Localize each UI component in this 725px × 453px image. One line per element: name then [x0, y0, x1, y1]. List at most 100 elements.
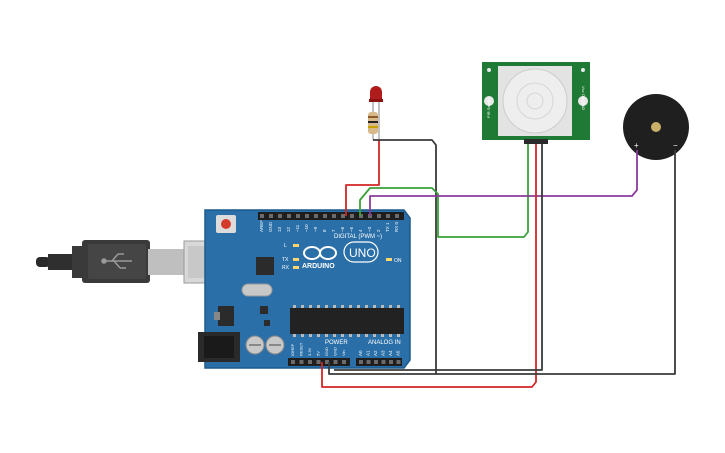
- chip-pin: [373, 305, 376, 308]
- power-pin-label: RESET: [299, 342, 304, 356]
- wire-led-gnd: [328, 139, 437, 375]
- chip-pin: [389, 305, 392, 308]
- wire-pir-signal: [359, 144, 529, 238]
- digital-pin-label: ~9: [313, 226, 318, 232]
- power-pin-label: IOREF: [290, 343, 295, 356]
- chip-pin: [301, 334, 304, 337]
- chip-pin: [317, 334, 320, 337]
- header-pin[interactable]: [287, 214, 291, 218]
- header-pin[interactable]: [323, 214, 327, 218]
- digital-pin-label: 2: [376, 229, 381, 232]
- chip-pin: [341, 305, 344, 308]
- header-pin[interactable]: [332, 214, 336, 218]
- header-pin[interactable]: [377, 214, 381, 218]
- analog-pin-label: A5: [396, 350, 401, 356]
- digital-pin-label: ~5: [349, 226, 354, 232]
- header-pin[interactable]: [296, 214, 300, 218]
- buzzer-minus: −: [673, 141, 678, 150]
- arduino-logo: ARDUINO UNO: [302, 241, 379, 270]
- svg-text:L: L: [284, 243, 287, 249]
- digital-pin-label: ~6: [340, 226, 345, 232]
- digital-header: [258, 212, 404, 220]
- power-pin[interactable]: [291, 360, 295, 364]
- power-pin-label: GND: [324, 347, 329, 356]
- analog-pin[interactable]: [381, 360, 386, 364]
- digital-pin-label: 8: [322, 229, 327, 232]
- digital-pin-label: GND: [268, 221, 273, 232]
- chip-pin: [365, 305, 368, 308]
- chip-pin: [357, 305, 360, 308]
- analog-pin-label: A2: [373, 350, 378, 356]
- chip-pin: [317, 305, 320, 308]
- analog-pin-label: A0: [358, 350, 363, 356]
- digital-pin-label: ~10: [304, 224, 309, 232]
- logo-text: ARDUINO: [302, 263, 335, 270]
- analog-pin[interactable]: [359, 360, 363, 364]
- chip-pin: [333, 334, 336, 337]
- digital-pin-label: ~11: [295, 224, 300, 232]
- power-pin[interactable]: [325, 360, 329, 364]
- wire-pir-gnd: [334, 144, 543, 371]
- digital-pin-label: 7: [331, 229, 336, 232]
- header-pin[interactable]: [341, 214, 345, 218]
- wires: [321, 139, 676, 388]
- power-pin[interactable]: [308, 360, 312, 364]
- analog-header-label: ANALOG IN: [368, 340, 401, 346]
- chip-pin: [341, 334, 344, 337]
- pir-sensor[interactable]: PIR Sensor Vcc Out GND: [482, 62, 590, 144]
- capacitors: [245, 335, 285, 355]
- chip-pin: [293, 334, 296, 337]
- power-pin-label: GND: [333, 347, 338, 356]
- chip-pin: [397, 334, 400, 337]
- chip-pin: [325, 305, 328, 308]
- digital-pin-label: AREF: [259, 220, 264, 232]
- analog-pin[interactable]: [366, 360, 371, 364]
- chip-pin: [365, 334, 368, 337]
- digital-pin-label: 12: [286, 226, 291, 232]
- header-pin[interactable]: [395, 214, 399, 218]
- analog-pin-label: A4: [388, 350, 393, 356]
- resistor[interactable]: [368, 112, 378, 140]
- chip-pin: [381, 334, 384, 337]
- chip-pin: [333, 305, 336, 308]
- board-leds: L TX RX ON: [282, 243, 402, 271]
- power-pin[interactable]: [316, 360, 321, 364]
- analog-pin[interactable]: [389, 360, 393, 364]
- chip-pin: [389, 334, 392, 337]
- crystal: [241, 283, 273, 297]
- header-pin[interactable]: [350, 214, 354, 218]
- power-pin[interactable]: [299, 360, 304, 364]
- power-header-label: POWER: [325, 340, 348, 346]
- header-pin[interactable]: [278, 214, 282, 218]
- header-pin[interactable]: [260, 214, 264, 218]
- digital-pin-label: 13: [277, 226, 282, 232]
- analog-pin-label: A3: [381, 350, 386, 356]
- power-pin-label: Vin: [341, 350, 346, 356]
- svg-text:RX: RX: [282, 265, 290, 271]
- power-pin[interactable]: [342, 360, 346, 364]
- wire-pir-vcc: [321, 144, 537, 388]
- svg-text:ON: ON: [394, 258, 402, 264]
- red-led[interactable]: [369, 86, 383, 140]
- digital-pin-label: ~3: [367, 226, 372, 232]
- chip-pin: [293, 305, 296, 308]
- svg-text:TX: TX: [282, 257, 289, 263]
- wire-buzzer-signal: [369, 150, 638, 216]
- digital-pin-label: RX 0: [394, 221, 399, 232]
- analog-pin[interactable]: [374, 360, 378, 364]
- chip-pin: [349, 334, 352, 337]
- header-pin[interactable]: [314, 214, 318, 218]
- digital-pin-label: 4: [358, 229, 363, 232]
- pir-right-label: Vcc Out GND: [581, 86, 586, 110]
- header-pin[interactable]: [305, 214, 309, 218]
- header-pin[interactable]: [359, 214, 363, 218]
- chip-pin: [373, 334, 376, 337]
- header-pin[interactable]: [386, 214, 390, 218]
- header-pin[interactable]: [269, 214, 273, 218]
- analog-pin[interactable]: [396, 360, 401, 364]
- piezo-buzzer[interactable]: + −: [623, 94, 689, 160]
- chip-pin: [349, 305, 352, 308]
- power-pin[interactable]: [333, 360, 338, 364]
- pir-dome: [502, 68, 568, 134]
